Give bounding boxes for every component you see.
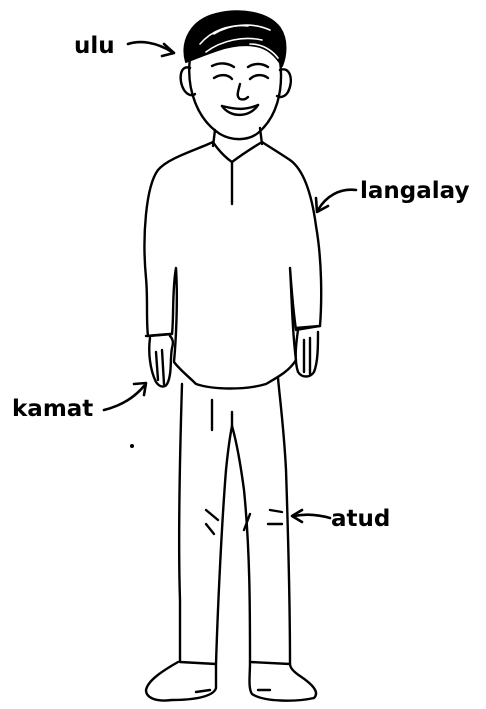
head-outline	[189, 58, 281, 139]
trousers-outline	[179, 378, 290, 664]
hair	[184, 11, 285, 66]
right-shoe	[250, 662, 317, 701]
left-hand-outline	[149, 336, 173, 387]
kamat-pointer-arrow	[104, 386, 144, 410]
label-langalay: langalay	[360, 180, 469, 203]
label-ulu: ulu	[74, 35, 115, 58]
right-hand-outline	[296, 330, 318, 377]
label-atud: atud	[331, 508, 390, 531]
atud-pointer-arrow	[294, 515, 330, 518]
left-ear	[181, 67, 195, 95]
left-shoe	[146, 662, 216, 701]
label-kamat: kamat	[12, 398, 93, 421]
